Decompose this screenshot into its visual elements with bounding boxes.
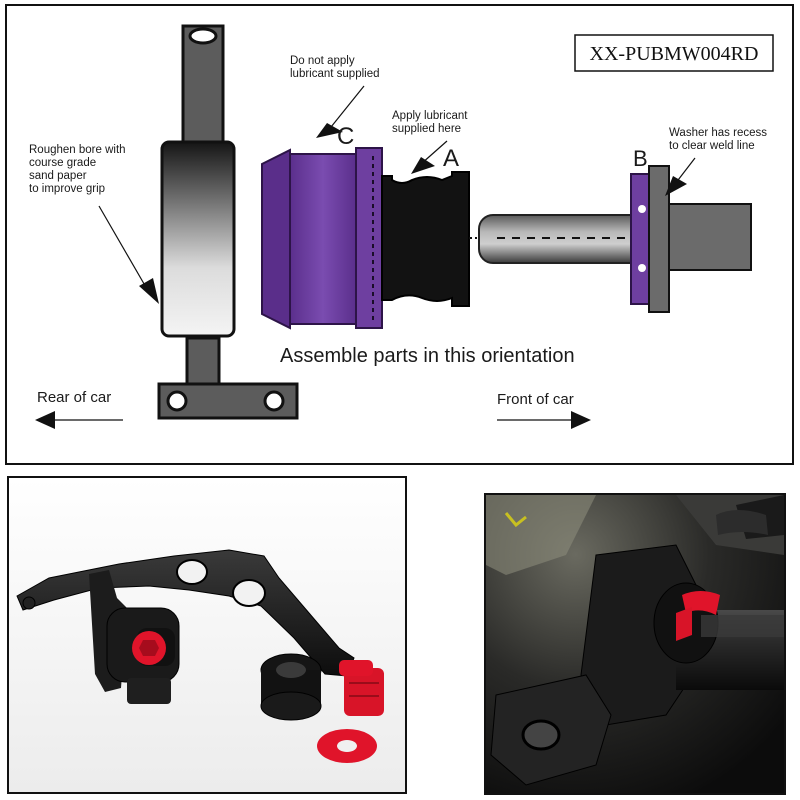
annotation-roughen-line-2: course grade	[29, 157, 96, 169]
diagram-headline: Assemble parts in this orientation	[280, 345, 575, 367]
installed-photo-svg	[486, 495, 784, 793]
svg-text:Do not apply lubricant s: Do not apply lubricant supplied	[290, 55, 380, 80]
arrow-left-icon	[35, 411, 55, 429]
part-number: XX-PUBMW004RD	[590, 43, 759, 65]
part-letter-c: C	[337, 123, 354, 150]
assembly-diagram: XX-PUBMW004RD	[5, 4, 794, 465]
svg-text:Washer has recess to cle: Washer has recess to clear weld line	[669, 127, 770, 152]
part-letter-a: A	[443, 145, 459, 172]
washer-b	[630, 165, 752, 313]
control-arm-bracket	[157, 24, 299, 420]
assembly-diagram-svg: XX-PUBMW004RD	[29, 24, 774, 429]
direction-rear-label: Rear of car	[37, 389, 111, 406]
annotation-no-lubricant: Do not apply lubricant supplied C	[290, 55, 380, 150]
product-photo-svg	[9, 478, 405, 792]
rubber-bush-a	[381, 171, 470, 307]
annotation-washer-line-2: to clear weld line	[669, 140, 755, 152]
svg-text:Roughen bore with course: Roughen bore with course grade sand pape…	[29, 144, 129, 195]
annotation-apply-lubricant: Apply lubricant supplied here A	[392, 110, 471, 174]
direction-rear: Rear of car	[35, 389, 123, 429]
annotation-washer-recess: Washer has recess to clear weld line B	[633, 127, 770, 196]
annotation-apply-lube-line-1: Apply lubricant	[392, 110, 468, 122]
installed-photo	[484, 493, 786, 795]
annotation-washer-line-1: Washer has recess	[669, 127, 767, 139]
annotation-apply-lube-line-2: supplied here	[392, 123, 461, 135]
annotation-no-lube-line-1: Do not apply	[290, 55, 355, 67]
annotation-roughen-line-4: to improve grip	[29, 183, 105, 195]
arrow-right-icon	[571, 411, 591, 429]
annotation-no-lube-line-2: lubricant supplied	[290, 68, 380, 80]
direction-front: Front of car	[497, 391, 591, 429]
svg-text:Apply lubricant supplied: Apply lubricant supplied here	[392, 110, 471, 135]
steel-shaft	[478, 214, 655, 264]
part-letter-b: B	[633, 146, 648, 171]
outer-sleeve	[160, 140, 236, 338]
annotation-roughen: Roughen bore with course grade sand pape…	[29, 144, 159, 304]
annotation-roughen-line-3: sand paper	[29, 170, 87, 182]
part-number-box: XX-PUBMW004RD	[574, 34, 774, 72]
direction-front-label: Front of car	[497, 391, 574, 408]
annotation-roughen-line-1: Roughen bore with	[29, 144, 126, 156]
purple-bush-c	[261, 147, 383, 330]
product-photo	[7, 476, 407, 794]
